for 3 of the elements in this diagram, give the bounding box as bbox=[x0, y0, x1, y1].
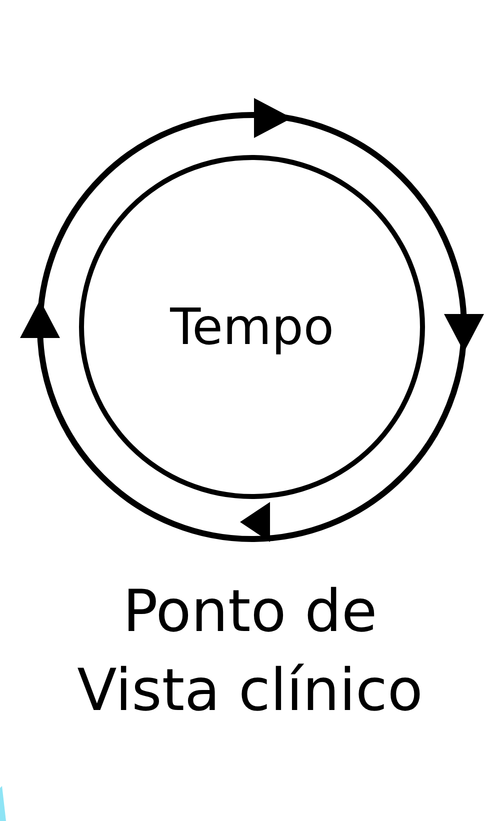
circle-node bbox=[79, 155, 425, 499]
caption-text: Ponto de Vista clínico bbox=[76, 576, 424, 726]
node-label: Tempo bbox=[170, 298, 334, 356]
